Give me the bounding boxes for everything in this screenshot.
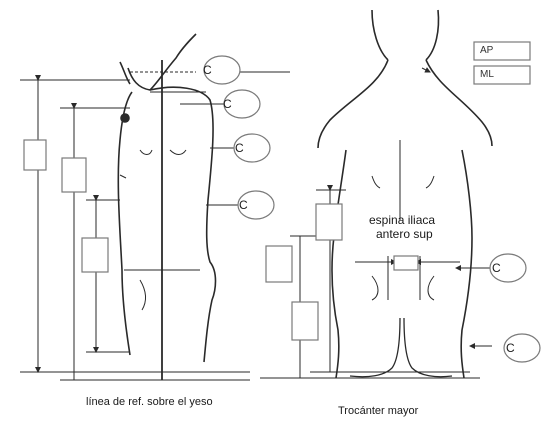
box-side-lower-height — [82, 238, 108, 272]
side-view-guides — [20, 72, 290, 380]
reference-line-caption: línea de ref. sobre el yeso — [86, 397, 213, 408]
side-view-circles — [204, 56, 274, 219]
trocanter-caption: Trocánter mayor — [338, 406, 418, 417]
circle-label-hip: C — [492, 262, 501, 274]
circle-label-chest: C — [235, 142, 244, 154]
ml-label: ML — [480, 70, 494, 80]
back-view-figure — [318, 10, 492, 378]
back-right-torso — [461, 150, 472, 378]
back-view-boxes — [266, 42, 530, 340]
back-head-outline — [372, 10, 388, 60]
ap-label: AP — [480, 46, 493, 56]
espina-iliaca-label: espina iliaca — [369, 214, 435, 226]
side-body-outline — [118, 92, 132, 355]
box-espina-width — [394, 256, 418, 270]
back-left-torso — [332, 150, 346, 378]
side-back-outline — [150, 87, 216, 362]
side-view-boxes — [24, 140, 108, 272]
circle-label-shoulder: C — [223, 98, 232, 110]
box-side-total-height — [24, 140, 46, 170]
circle-label-neck: C — [203, 64, 212, 76]
side-view-figure — [118, 34, 215, 380]
circle-label-waist: C — [239, 199, 248, 211]
antero-sup-label: antero sup — [376, 228, 433, 240]
box-back-mid — [266, 246, 292, 282]
back-left-shoulder — [318, 60, 388, 148]
circle-label-buttock: C — [506, 342, 515, 354]
box-back-upper — [316, 204, 342, 240]
box-back-lower — [292, 302, 318, 340]
box-side-trunk-height — [62, 158, 86, 192]
